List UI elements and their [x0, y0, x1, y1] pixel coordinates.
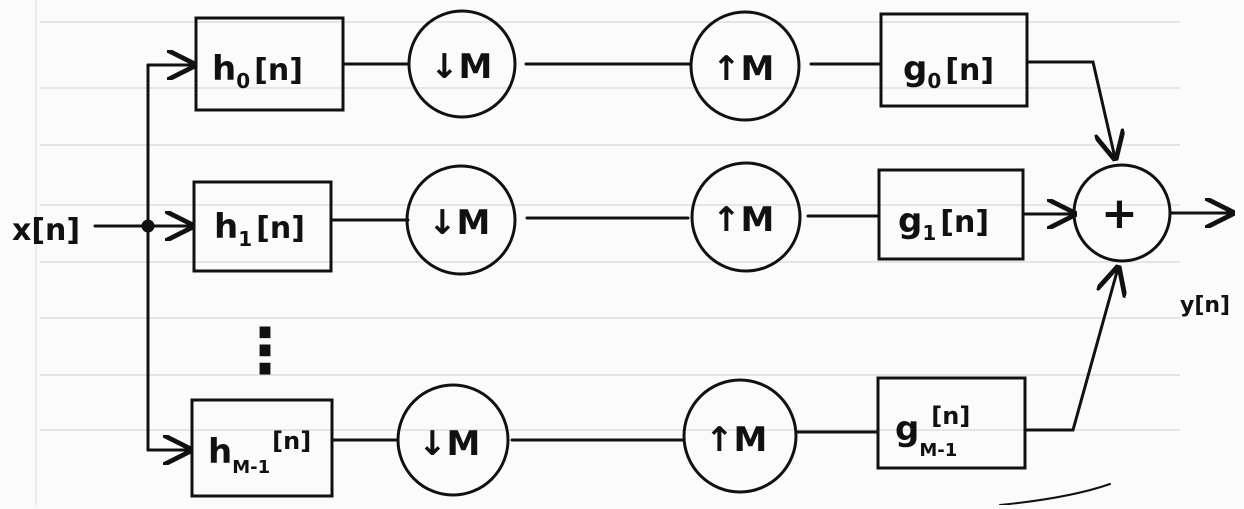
downsampler-circle-1 [405, 164, 517, 276]
branch-0-to-adder [1025, 60, 1115, 158]
ruled-paper [35, 0, 1180, 505]
downsampler-label-0: ↓M [430, 47, 492, 87]
upsampler-circle-2 [682, 378, 798, 494]
pen-stroke-doodle [999, 483, 1111, 506]
analysis-filter-box-2 [190, 398, 334, 498]
adder-symbol: + [1101, 188, 1138, 239]
upsampler-circle-1 [690, 161, 802, 273]
upsampler-label-0: ↑M [712, 49, 774, 89]
synthesis-filter-box-0 [879, 12, 1029, 108]
upsampler-label-2: ↑M [705, 420, 767, 460]
synthesis-filter-label-0: g0[n] [903, 49, 994, 93]
output-label: y[n] [1180, 293, 1230, 318]
branch-2-to-adder [1023, 268, 1118, 432]
input-label: x[n] [12, 213, 80, 248]
downsampler-label-1: ↓M [428, 203, 490, 243]
downsampler-circle-0 [407, 9, 517, 119]
upsampler-label-1: ↑M [712, 200, 774, 240]
analysis-filter-label-0: h0[n] [212, 49, 303, 93]
analysis-filter-box-1 [192, 180, 333, 273]
synthesis-filter-label-2: gM-1[n] [895, 402, 970, 461]
analysis-filter-label-1: h1[n] [214, 207, 305, 251]
analysis-filter-label-2: hM-1[n] [208, 427, 311, 478]
upsampler-circle-0 [689, 10, 801, 122]
ellipsis: ⋮ [234, 314, 296, 387]
downsampler-circle-2 [396, 383, 510, 497]
synthesis-filter-label-1: g1[n] [898, 201, 989, 245]
synthesis-filter-box-2 [876, 376, 1027, 470]
downsampler-label-2: ↓M [418, 424, 480, 464]
